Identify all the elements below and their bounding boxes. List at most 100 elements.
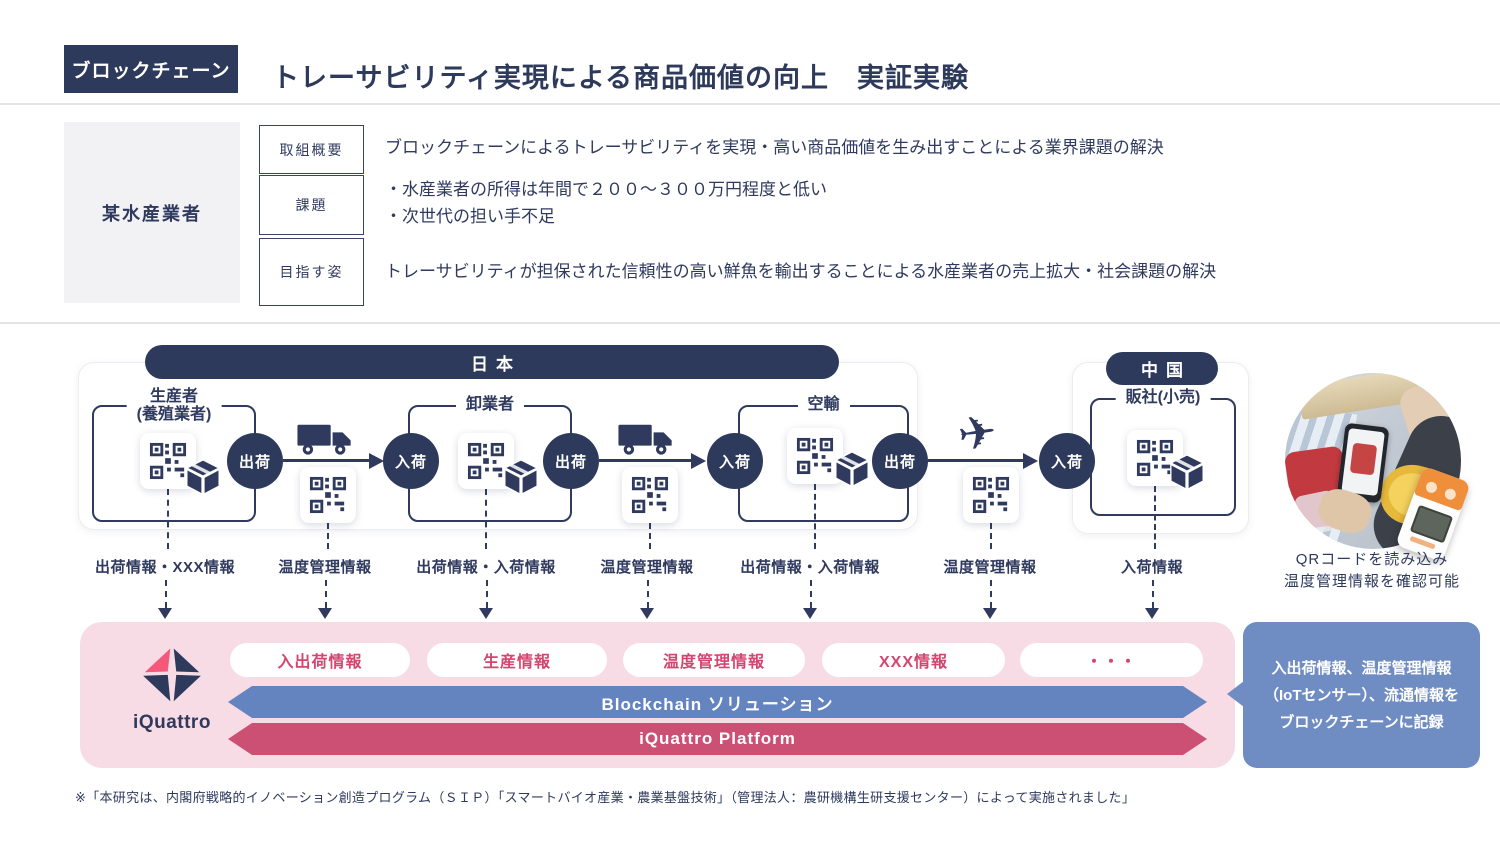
flow-arrow — [599, 459, 693, 462]
ship-badge-label: 出荷 — [554, 453, 587, 471]
package-icon — [184, 458, 222, 501]
truck-icon — [617, 420, 675, 463]
dotted-connector — [1154, 486, 1156, 549]
qr-code-icon — [963, 467, 1019, 523]
overview-row-label-text: 取組概要 — [279, 141, 344, 158]
overview-row-text: トレーサビリティが担保された信頼性の高い鮮魚を輸出することによる水産業者の売上拡… — [385, 262, 1217, 281]
dotted-connector — [485, 489, 487, 549]
japan-region-label: 日本 — [471, 354, 521, 374]
dotted-connector — [1152, 580, 1154, 608]
iquattro-logo-icon — [122, 640, 222, 708]
dotted-connector — [486, 580, 488, 608]
dotted-connector — [990, 523, 992, 549]
stage-producer-label: 生産者 (養殖業者) — [126, 388, 222, 424]
japan-region-pill: 日本 — [145, 345, 839, 379]
down-arrowhead — [479, 608, 493, 619]
flow-arrowhead — [691, 452, 706, 469]
stage-producer-label-line2: (養殖業者) — [136, 406, 212, 423]
tag-pill-label: 入出荷情報 — [277, 654, 363, 671]
photo-caption-line2: 温度管理情報を確認可能 — [1283, 573, 1461, 590]
data-label: 出荷情報・XXX情報 — [94, 559, 236, 576]
blockchain-arrow-label: Blockchain ソリューション — [601, 694, 834, 714]
tag-pill-label: 温度管理情報 — [662, 654, 765, 671]
flow-arrowhead — [1023, 452, 1038, 469]
down-arrowhead — [1145, 608, 1159, 619]
dotted-connector — [647, 580, 649, 608]
dotted-connector — [325, 580, 327, 608]
tag-pill: 入出荷情報 — [230, 643, 410, 677]
page-title: トレーサビリティ実現による商品価値の向上 実証実験 — [272, 63, 970, 93]
data-label: 出荷情報・入荷情報 — [740, 559, 880, 576]
down-arrowhead — [803, 608, 817, 619]
iquattro-platform-arrow-label: iQuattro Platform — [639, 729, 796, 748]
overview-row-label: 取組概要 — [259, 125, 364, 174]
data-label: 温度管理情報 — [943, 559, 1037, 576]
header-divider — [0, 103, 1500, 105]
receive-badge-label: 入荷 — [394, 453, 427, 471]
tag-pill-label: XXX情報 — [878, 654, 949, 671]
tag-pill: 生産情報 — [427, 643, 607, 677]
data-label: 入荷情報 — [1120, 559, 1184, 576]
qr-code-icon — [787, 428, 843, 484]
note-bubble-tail — [1227, 681, 1244, 707]
stage-wholesaler-label: 卸業者 — [455, 396, 525, 414]
ship-badge-label: 出荷 — [238, 453, 271, 471]
overview-row-line: ・次世代の担い手不足 — [385, 207, 555, 226]
qr-code-icon — [300, 467, 356, 523]
china-region-label: 中国 — [1141, 361, 1191, 380]
overview-row-text: ・水産業者の所得は年間で２００～３００万円程度と低い ・次世代の担い手不足 — [385, 176, 827, 230]
ship-badge: 出荷 — [543, 433, 599, 489]
iquattro-platform-arrow: iQuattro Platform — [228, 723, 1207, 755]
overview-row-label-text: 課題 — [295, 197, 328, 213]
note-line: 入出荷情報、温度管理情報 — [1271, 659, 1452, 677]
footer-note: ※「本研究は、内閣府戦略的イノベーション創造プログラム（ＳＩＰ）「スマートバイオ… — [75, 790, 1136, 805]
company-box: 某水産業者 — [64, 122, 240, 303]
ship-badge-label: 出荷 — [883, 453, 916, 471]
dotted-connector — [814, 484, 816, 549]
down-arrowhead — [158, 608, 172, 619]
tag-pill: ・・・ — [1020, 643, 1203, 677]
company-name: 某水産業者 — [102, 203, 202, 224]
photo-phone-screen — [1341, 428, 1385, 496]
package-icon — [1168, 453, 1206, 496]
dotted-connector — [649, 523, 651, 549]
category-badge-label: ブロックチェーン — [71, 60, 231, 82]
category-badge: ブロックチェーン — [64, 45, 238, 93]
overview-row-label: 目指す姿 — [259, 238, 364, 306]
tag-pill-label: 生産情報 — [482, 654, 551, 671]
receive-badge: 入荷 — [1039, 433, 1095, 489]
overview-row-label: 課題 — [259, 175, 364, 235]
note-line: （IoTセンサー）、流通情報を — [1264, 686, 1459, 704]
note-bubble: 入出荷情報、温度管理情報 （IoTセンサー）、流通情報を ブロックチェーンに記録 — [1243, 622, 1480, 768]
china-region-pill: 中国 — [1106, 352, 1218, 385]
data-label: 出荷情報・入荷情報 — [416, 559, 556, 576]
photo-phone-screen-content — [1349, 442, 1378, 476]
data-label: 温度管理情報 — [600, 559, 694, 576]
stage-airfreight-label: 空輸 — [797, 396, 850, 414]
stage-retailer-label: 販社(小売) — [1115, 389, 1211, 407]
blockchain-arrow: Blockchain ソリューション — [228, 686, 1207, 718]
data-label: 温度管理情報 — [278, 559, 372, 576]
flow-arrow — [928, 459, 1025, 462]
overview-row-text: ブロックチェーンによるトレーサビリティを実現・高い商品価値を生み出すことによる業… — [385, 138, 1164, 157]
qr-code-icon — [622, 467, 678, 523]
dotted-connector — [327, 523, 329, 549]
stage-producer-box: 生産者 (養殖業者) — [92, 388, 256, 522]
tag-pill: XXX情報 — [822, 643, 1005, 677]
package-icon — [502, 458, 540, 501]
plane-icon: ✈ — [954, 404, 1000, 462]
dotted-connector — [167, 489, 169, 549]
down-arrowhead — [640, 608, 654, 619]
receive-badge-label: 入荷 — [1050, 453, 1083, 471]
receive-badge: 入荷 — [707, 433, 763, 489]
tag-pill: 温度管理情報 — [623, 643, 805, 677]
receive-badge: 入荷 — [383, 433, 439, 489]
overview-row-line: ・水産業者の所得は年間で２００～３００万円程度と低い — [385, 180, 827, 199]
photo-caption-line1: QRコードを読み込み — [1295, 551, 1449, 568]
dotted-connector — [990, 580, 992, 608]
flow-arrow — [283, 459, 371, 462]
receive-badge-label: 入荷 — [718, 453, 751, 471]
stage-producer-label-line1: 生産者 — [149, 388, 199, 405]
overview-row-label-text: 目指す姿 — [279, 264, 344, 280]
